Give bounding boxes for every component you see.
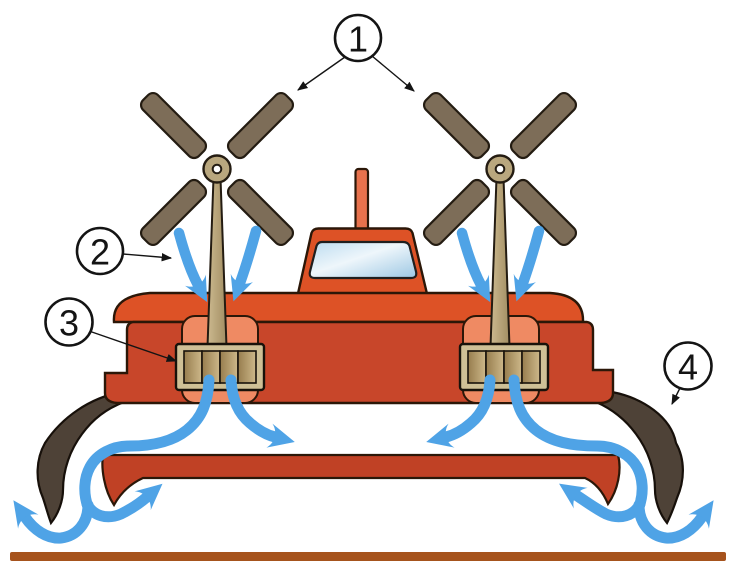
recirculation-arrow-right bbox=[559, 483, 646, 523]
propeller-hub-center bbox=[494, 163, 506, 175]
fan-shaft-left bbox=[206, 177, 228, 348]
label-1-number: 1 bbox=[348, 19, 368, 60]
label-2-circle bbox=[75, 226, 125, 276]
label-1-leader-left bbox=[297, 56, 346, 91]
cabin-window bbox=[308, 240, 418, 280]
label-2: 2 bbox=[75, 226, 173, 276]
escape-airflow bbox=[13, 374, 714, 544]
label-4-number: 4 bbox=[678, 347, 698, 388]
cushion-arrow-left bbox=[225, 374, 295, 448]
bottom-plate bbox=[101, 453, 621, 508]
intake-arrow bbox=[173, 227, 208, 303]
intake-airflow bbox=[173, 225, 545, 303]
propeller-blade bbox=[422, 178, 491, 247]
propeller-left bbox=[139, 91, 295, 247]
propeller-blade bbox=[139, 178, 208, 247]
label-4-leader bbox=[671, 387, 681, 405]
recirculation-arrow-left bbox=[81, 483, 163, 523]
label-3: 3 bbox=[44, 297, 178, 362]
propeller-right bbox=[422, 91, 578, 247]
label-2-leader bbox=[122, 253, 173, 262]
antenna-mast bbox=[354, 167, 370, 235]
escape-arrow-right bbox=[633, 499, 714, 544]
fan-slat bbox=[521, 350, 541, 384]
propeller-blade bbox=[226, 91, 295, 160]
skirt-right bbox=[593, 390, 684, 526]
fan-slat bbox=[237, 350, 257, 384]
label-3-circle bbox=[44, 297, 94, 347]
skirt-left bbox=[36, 390, 126, 526]
fan-box-left bbox=[174, 342, 266, 392]
intake-arrow bbox=[230, 225, 262, 302]
fan-slat bbox=[183, 350, 203, 384]
outer-stream-right bbox=[508, 374, 648, 513]
outer-stream-left bbox=[79, 374, 215, 513]
ground-surface bbox=[10, 552, 726, 561]
label-1-leader-right bbox=[371, 55, 415, 92]
label-2-number: 2 bbox=[90, 232, 110, 273]
label-1-circle bbox=[333, 13, 383, 63]
label-4: 4 bbox=[663, 341, 713, 405]
propeller-hub-center bbox=[211, 163, 223, 175]
intake-arrow bbox=[513, 225, 545, 302]
propeller-blade bbox=[422, 91, 491, 160]
fan-box-right bbox=[458, 342, 550, 392]
cushion-airflow bbox=[225, 374, 496, 448]
propeller-blade bbox=[139, 91, 208, 160]
propeller-blade bbox=[509, 178, 578, 247]
label-3-number: 3 bbox=[59, 303, 79, 344]
label-3-leader bbox=[88, 330, 178, 362]
propeller-blade bbox=[509, 91, 578, 160]
cushion-arrow-right bbox=[426, 374, 496, 448]
label-1: 1 bbox=[297, 13, 415, 92]
intake-arrow bbox=[456, 227, 491, 303]
propeller-blade bbox=[226, 178, 295, 247]
fan-slat bbox=[467, 350, 487, 384]
escape-arrow-left bbox=[13, 499, 94, 544]
fan-shaft-right bbox=[489, 177, 511, 348]
label-4-circle bbox=[663, 341, 713, 391]
